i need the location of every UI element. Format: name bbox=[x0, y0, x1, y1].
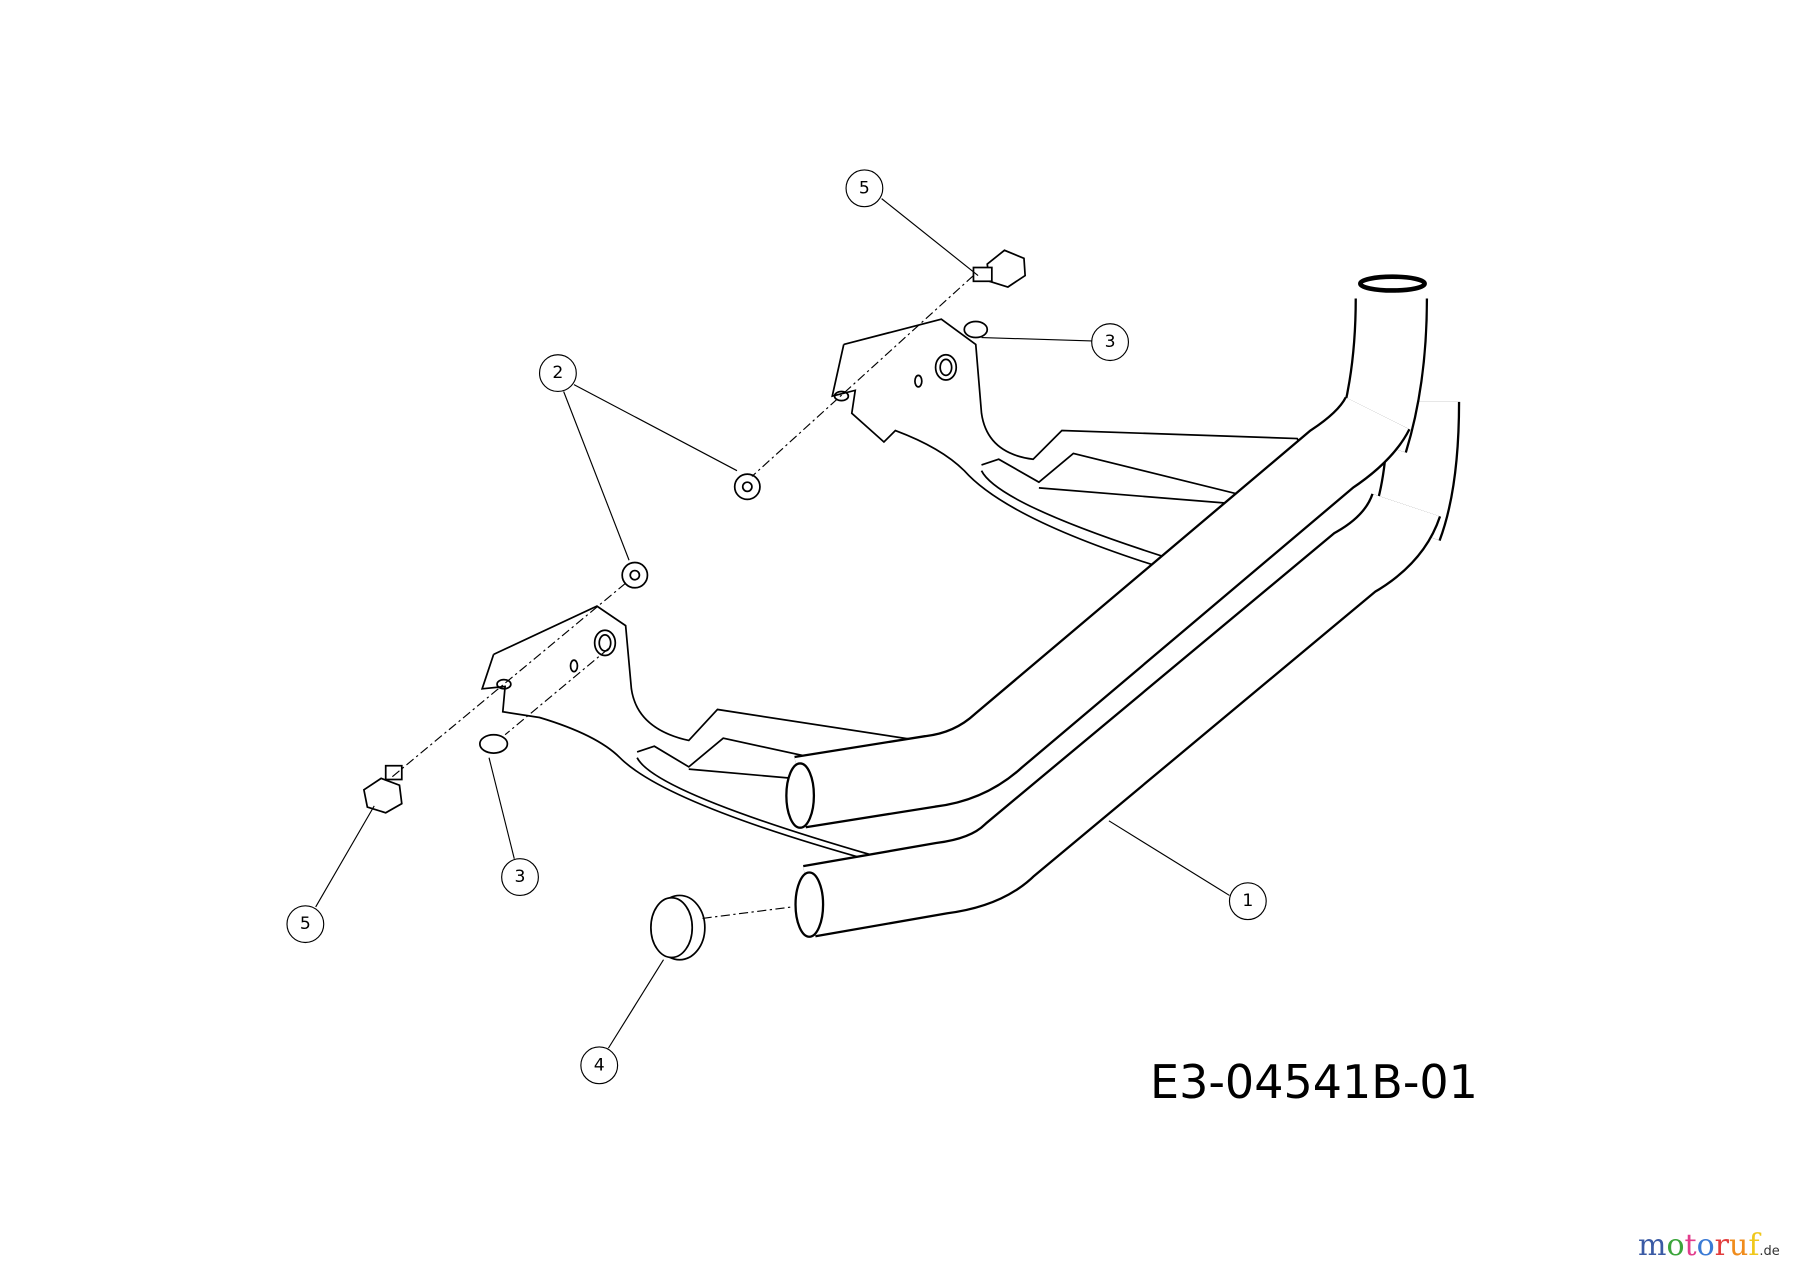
hardware bbox=[362, 249, 1027, 961]
callout-5-top: 5 bbox=[845, 169, 884, 208]
frame-tubes bbox=[785, 274, 1461, 938]
logo-letter: m bbox=[1638, 1228, 1667, 1263]
logo-letter: o bbox=[1666, 1228, 1685, 1263]
callout-3-bottom: 3 bbox=[501, 858, 539, 897]
logo-letter: t bbox=[1684, 1228, 1697, 1263]
callout-label: 5 bbox=[859, 178, 870, 198]
logo-text: motoruf bbox=[1638, 1228, 1759, 1263]
motoruf-logo: motoruf.de bbox=[1638, 1228, 1780, 1263]
callout-label: 3 bbox=[515, 867, 526, 887]
frame-brackets bbox=[480, 318, 1310, 862]
callout-label: 4 bbox=[594, 1055, 605, 1075]
callouts: 5 3 2 3 5 4 1 bbox=[286, 169, 1267, 1085]
callout-2: 2 bbox=[538, 354, 577, 393]
leader-lines bbox=[315, 198, 1230, 1049]
assembly-lines bbox=[389, 275, 974, 919]
logo-letter: r bbox=[1714, 1228, 1729, 1263]
callout-3-top: 3 bbox=[1091, 323, 1130, 362]
logo-letter: f bbox=[1748, 1228, 1760, 1263]
callout-label: 2 bbox=[552, 363, 563, 383]
callout-label: 5 bbox=[300, 914, 311, 934]
logo-suffix: .de bbox=[1759, 1244, 1780, 1259]
logo-letter: u bbox=[1728, 1228, 1749, 1263]
callout-4: 4 bbox=[580, 1046, 619, 1085]
logo-letter: o bbox=[1696, 1228, 1715, 1263]
diagram-code: E3-04541B-01 bbox=[1150, 1055, 1478, 1109]
callout-label: 3 bbox=[1105, 332, 1116, 352]
callout-label: 1 bbox=[1242, 891, 1253, 911]
callout-1: 1 bbox=[1228, 882, 1267, 921]
callout-5-bottom: 5 bbox=[286, 905, 325, 944]
